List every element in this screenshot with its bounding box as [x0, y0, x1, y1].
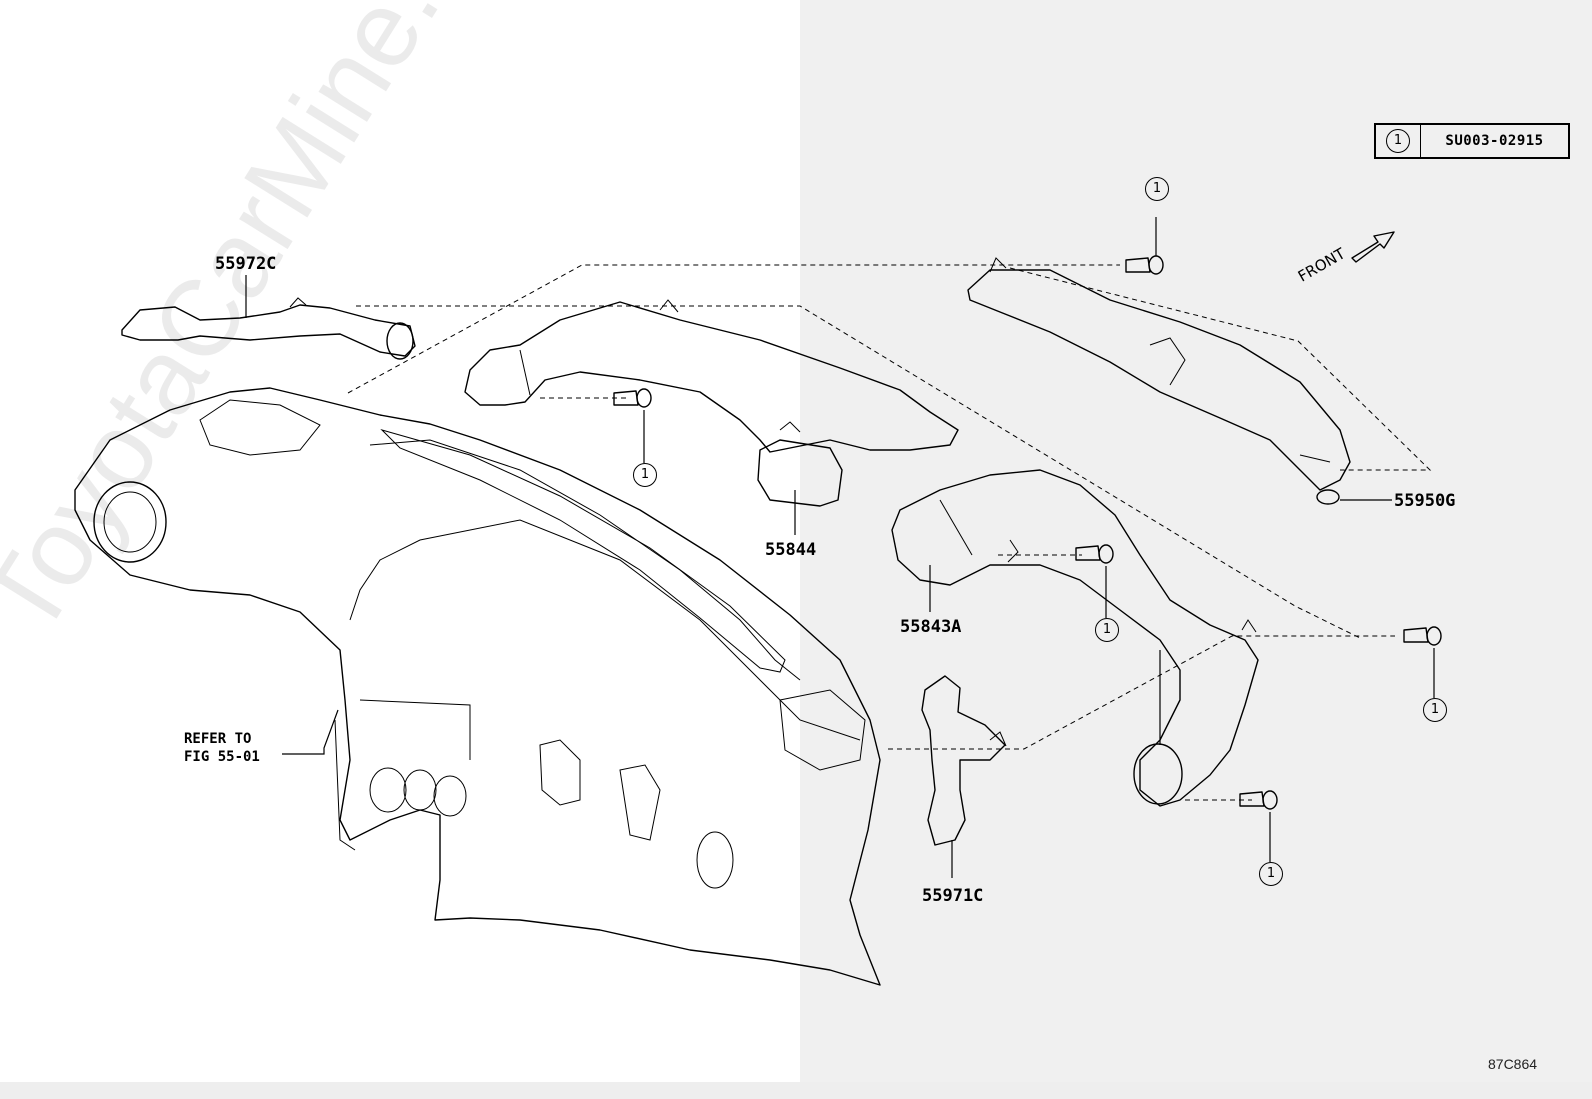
part-label-55844[interactable]: 55844	[765, 540, 817, 560]
front-arrow-icon	[1351, 231, 1395, 263]
duct-55972c[interactable]	[121, 297, 416, 360]
legend-callout-cell: 1	[1376, 125, 1421, 157]
callout-upper-left[interactable]: 1	[633, 463, 657, 487]
fastener-legend: 1 SU003-02915	[1374, 123, 1570, 159]
part-label-55843a[interactable]: 55843A	[900, 617, 962, 637]
duct-55950g[interactable]	[967, 257, 1351, 505]
figure-code: 87C864	[1488, 1056, 1538, 1072]
callout-top[interactable]: 1	[1145, 177, 1169, 201]
refer-note-line2: FIG 55-01	[184, 749, 260, 765]
legend-callout: 1	[1386, 129, 1410, 153]
duct-55843a[interactable]	[891, 469, 1259, 807]
bottom-strip	[0, 1082, 1592, 1099]
refer-note[interactable]: REFER TO FIG 55-01	[184, 730, 260, 766]
callout-right[interactable]: 1	[1423, 698, 1447, 722]
instrument-panel[interactable]	[74, 387, 881, 986]
screw-right[interactable]	[1403, 626, 1442, 646]
duct-55844[interactable]	[464, 299, 959, 507]
part-label-55972c[interactable]: 55972C	[215, 254, 277, 274]
legend-part-code[interactable]: SU003-02915	[1445, 133, 1544, 149]
part-label-55971c[interactable]: 55971C	[922, 886, 984, 906]
screw-lower[interactable]	[1239, 790, 1278, 810]
leader-lines	[245, 217, 1435, 878]
screw-center[interactable]	[1075, 544, 1114, 564]
screw-top[interactable]	[1125, 255, 1164, 275]
alignment-lines	[347, 264, 1432, 801]
duct-55971c[interactable]	[921, 675, 1007, 846]
screws	[613, 255, 1442, 810]
callout-lower[interactable]: 1	[1259, 862, 1283, 886]
screw-upper-left[interactable]	[613, 388, 652, 408]
refer-note-line1: REFER TO	[184, 731, 252, 747]
callout-center[interactable]: 1	[1095, 618, 1119, 642]
background-right	[800, 0, 1592, 1099]
part-label-55950g[interactable]: 55950G	[1394, 491, 1456, 511]
